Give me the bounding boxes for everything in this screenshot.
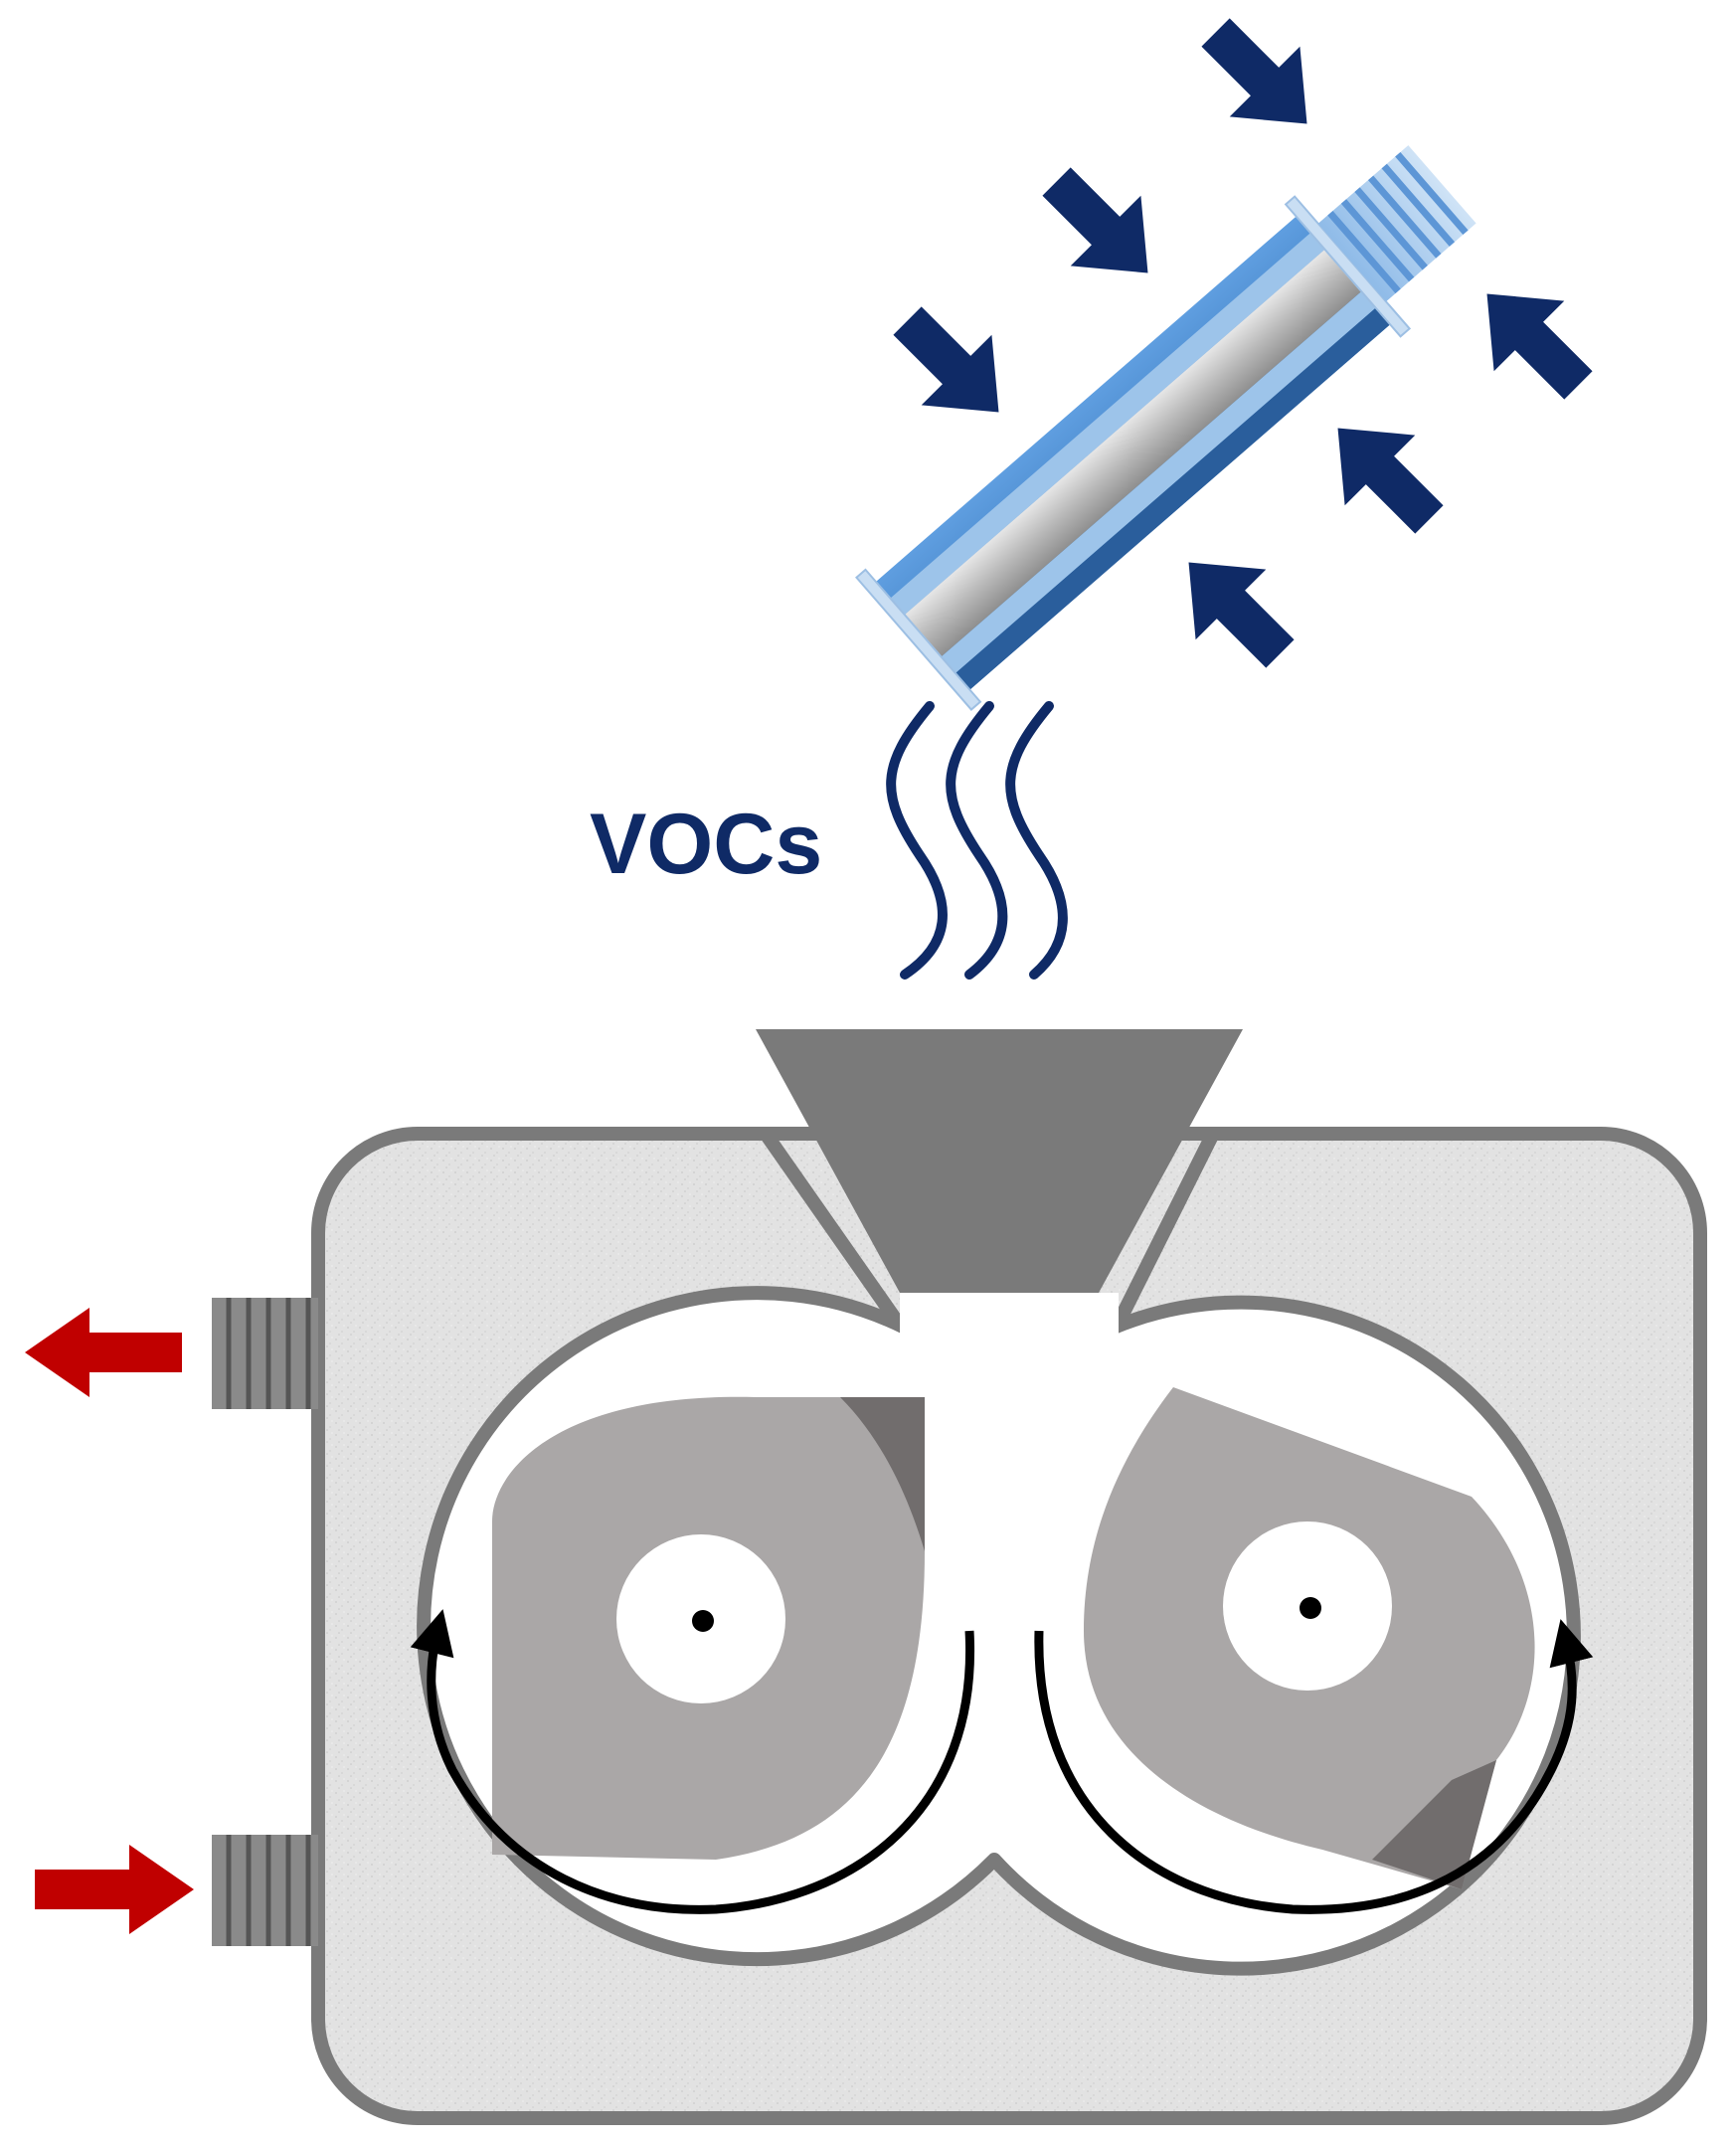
outlet-port <box>212 1298 318 1409</box>
arrow-right-icon <box>35 1845 194 1934</box>
vocs-label: VOCs <box>590 797 822 892</box>
arrow-left-icon <box>25 1308 182 1397</box>
inlet-port <box>212 1835 318 1946</box>
sorbent-tube <box>855 145 1476 712</box>
curved-arrow-icon <box>410 1609 975 1914</box>
curved-arrow-icon <box>1034 1619 1594 1914</box>
arrow-icon <box>1337 428 1444 534</box>
rotation-arrows <box>410 1609 1594 1914</box>
arrow-icon <box>1201 18 1307 124</box>
feed-hopper <box>756 1029 1243 1293</box>
arrow-icon <box>1188 562 1295 668</box>
pressure-arrows <box>893 18 1593 668</box>
arrow-icon <box>1042 167 1148 273</box>
left-rotor <box>492 1396 925 1860</box>
arrow-icon <box>1486 293 1593 400</box>
voc-waves <box>886 701 1068 980</box>
arrow-icon <box>893 306 999 413</box>
right-rotor <box>1084 1387 1535 1889</box>
